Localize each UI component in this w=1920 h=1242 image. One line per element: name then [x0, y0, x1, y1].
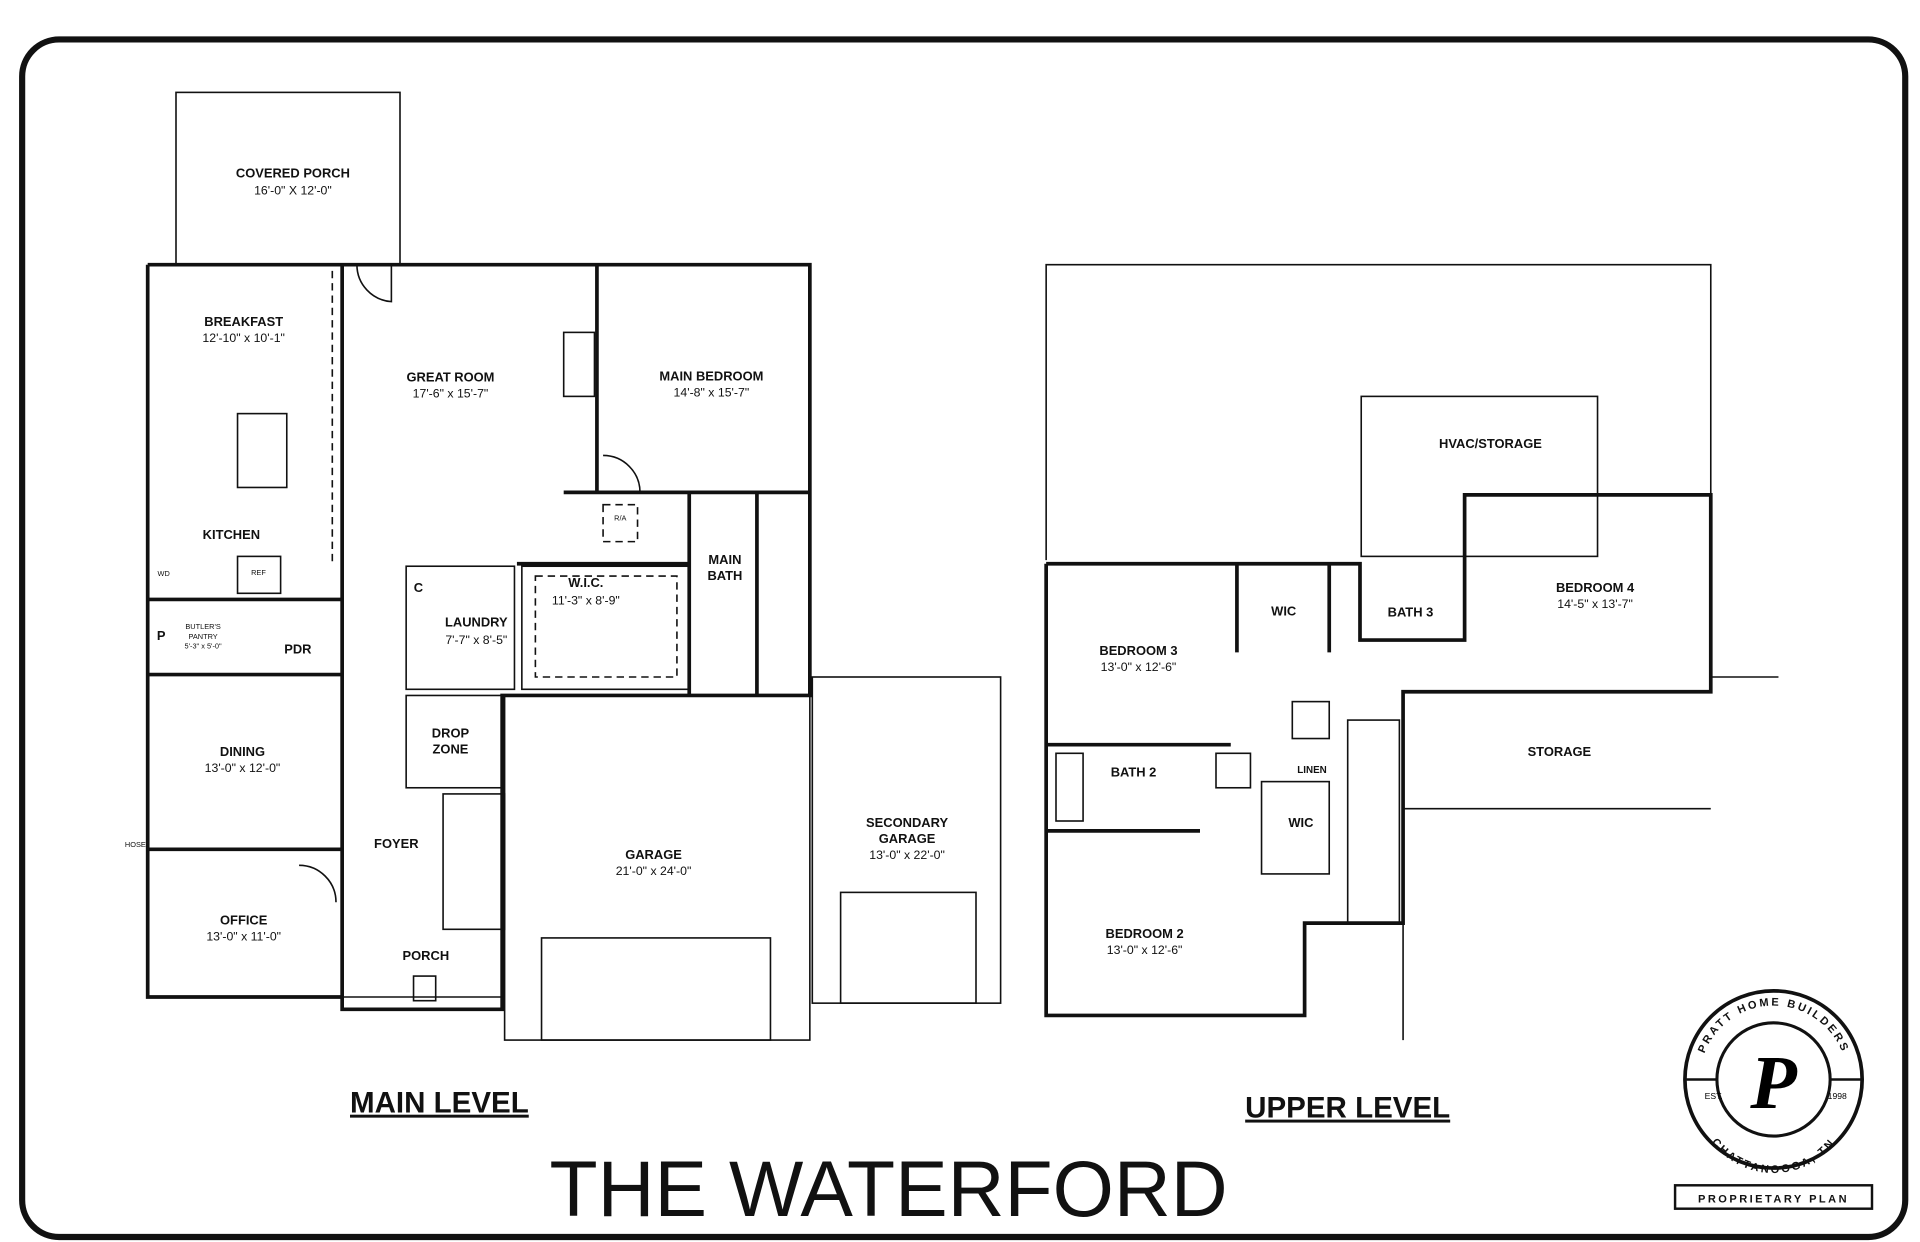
hose-label: HOSE — [125, 840, 146, 849]
pantry-p-label: P — [157, 628, 166, 643]
closet-label: C — [414, 580, 423, 595]
bedroom-3-label: BEDROOM 3 — [1099, 643, 1177, 658]
dining-size: 13'-0" x 12'-0" — [205, 761, 281, 775]
logo-letter: P — [1749, 1040, 1798, 1125]
pdr-label: PDR — [284, 642, 312, 657]
bedroom-2-label: BEDROOM 2 — [1106, 926, 1184, 941]
secondary-garage-label-1: SECONDARY — [866, 815, 948, 830]
dining-label: DINING — [220, 744, 265, 759]
wic-size: 11'-3" x 8'-9" — [552, 593, 620, 607]
great-room-size: 17'-6" x 15'-7" — [413, 387, 489, 401]
wd-label: WD — [158, 569, 170, 578]
bath-2-label: BATH 2 — [1111, 765, 1157, 780]
logo-est: EST. — [1705, 1091, 1723, 1101]
bedroom-3-size: 13'-0" x 12'-6" — [1101, 660, 1177, 674]
kitchen-label: KITCHEN — [203, 527, 260, 542]
upper-level-plan — [1044, 263, 1779, 1041]
bath-3-label: BATH 3 — [1388, 605, 1434, 620]
secondary-garage-label-2: GARAGE — [879, 831, 936, 846]
garage-size: 21'-0" x 24'-0" — [616, 864, 692, 878]
storage-label: STORAGE — [1528, 744, 1592, 759]
main-bath-label-1: MAIN — [708, 552, 741, 567]
garage-label: GARAGE — [625, 847, 682, 862]
office-label: OFFICE — [220, 912, 268, 927]
breakfast-size: 12'-10" x 10'-1" — [202, 331, 284, 345]
ref-label: REF — [251, 568, 266, 577]
bedroom-4-label: BEDROOM 4 — [1556, 580, 1635, 595]
sheet-border — [19, 36, 1909, 1241]
svg-text:CHATTANOOGA, TN: CHATTANOOGA, TN — [1709, 1136, 1838, 1176]
breakfast-label: BREAKFAST — [204, 314, 283, 329]
linen-label: LINEN — [1297, 765, 1327, 776]
logo-bottom-text: CHATTANOOGA, TN — [1709, 1136, 1835, 1176]
wic-upper-label: WIC — [1271, 603, 1296, 618]
bedroom-2-size: 13'-0" x 12'-6" — [1107, 943, 1183, 957]
upper-level-heading: UPPER LEVEL — [1245, 1092, 1450, 1125]
main-level-heading: MAIN LEVEL — [350, 1087, 529, 1120]
laundry-label: LAUNDRY — [445, 615, 508, 630]
foyer-label: FOYER — [374, 836, 419, 851]
laundry-size: 7'-7" x 8'-5" — [445, 633, 507, 647]
hvac-storage-label: HVAC/STORAGE — [1439, 436, 1542, 451]
ra-label: R/A — [614, 514, 626, 523]
wic-label: W.I.C. — [568, 575, 603, 590]
main-bath-label-2: BATH — [707, 568, 742, 583]
main-level-plan — [145, 91, 1002, 1041]
main-bedroom-size: 14'-8" x 15'-7" — [674, 385, 750, 399]
pratt-home-builders-logo: PRATT HOME BUILDERS CHATTANOOGA, TN EST.… — [1673, 989, 1874, 1210]
great-room-label: GREAT ROOM — [406, 370, 494, 385]
wic-upper-2-label: WIC — [1288, 815, 1313, 830]
covered-porch-label: COVERED PORCH — [236, 165, 350, 180]
office-size: 13'-0" x 11'-0" — [206, 929, 281, 943]
butlers-pantry-label-2: PANTRY — [188, 632, 217, 641]
proprietary-plan-badge: PROPRIETARY PLAN — [1698, 1194, 1849, 1206]
main-bedroom-label: MAIN BEDROOM — [659, 368, 763, 383]
plan-title: THE WATERFORD — [550, 1145, 1228, 1233]
bedroom-4-size: 14'-5" x 13'-7" — [1557, 597, 1633, 611]
drop-zone-label-1: DROP — [432, 725, 470, 740]
butlers-pantry-label-1: BUTLER'S — [185, 622, 221, 631]
drop-zone-label-2: ZONE — [433, 741, 469, 756]
logo-year: 1998 — [1828, 1091, 1847, 1101]
butlers-pantry-size: 5'-3" x 5'-0" — [184, 642, 222, 651]
covered-porch-size: 16'-0" X 12'-0" — [254, 184, 332, 198]
porch-label: PORCH — [403, 948, 450, 963]
secondary-garage-size: 13'-0" x 22'-0" — [869, 848, 945, 862]
